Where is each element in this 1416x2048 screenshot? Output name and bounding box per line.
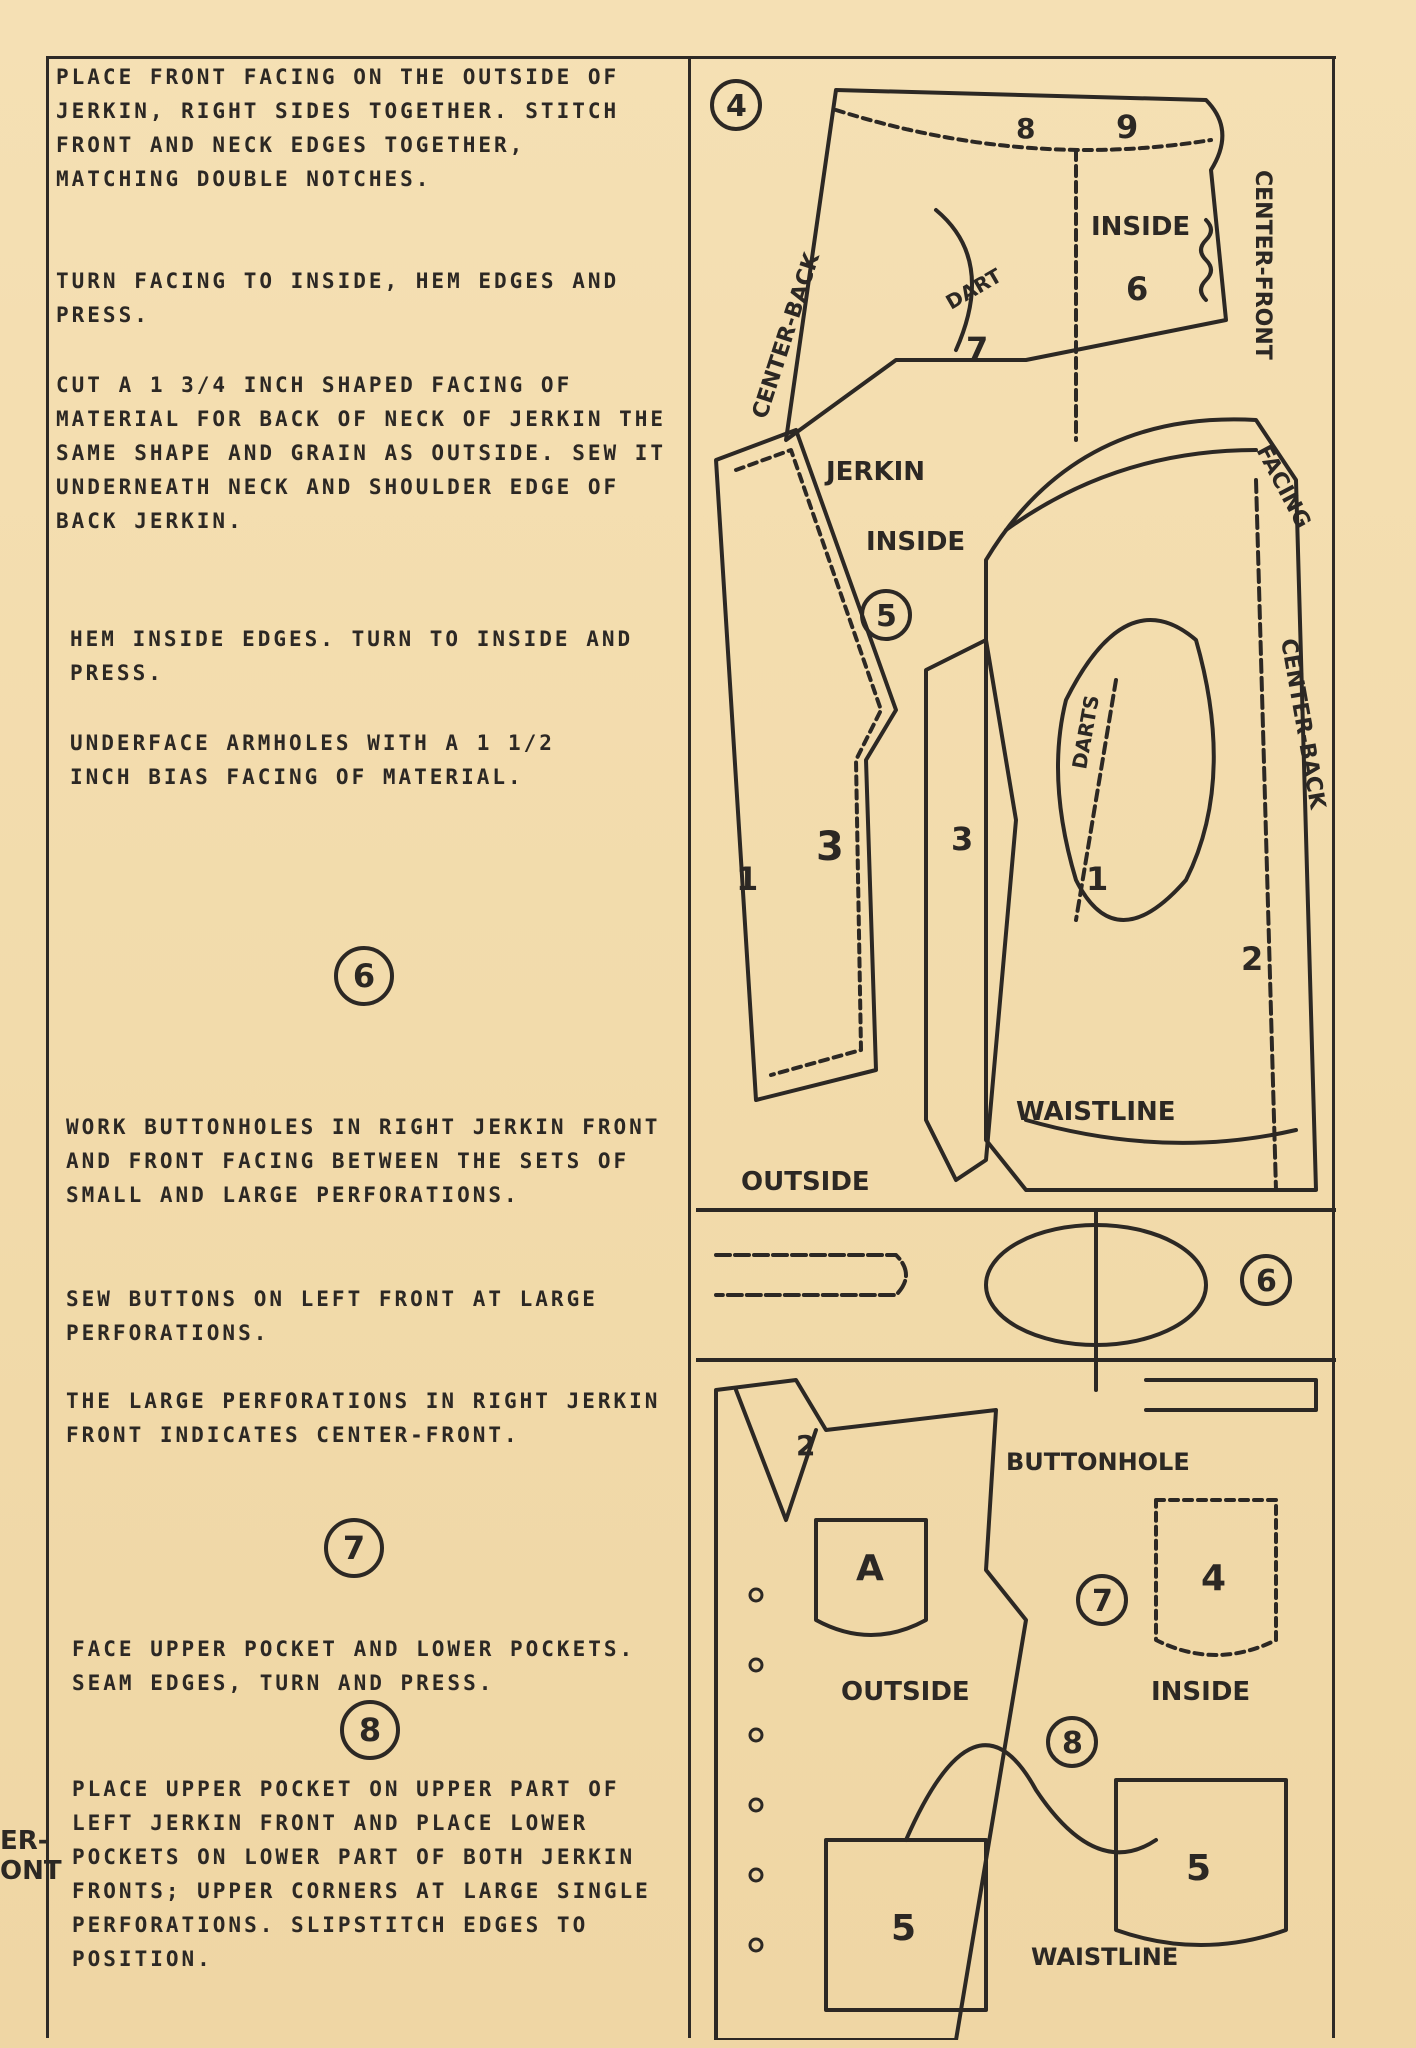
back-neck-facing xyxy=(834,108,1213,152)
waistline-label-mid: WAISTLINE xyxy=(1016,1097,1176,1127)
pocket-5-left-label: 5 xyxy=(891,1908,916,1949)
marker-4-label: 4 xyxy=(726,89,747,124)
back-jerkin-outline xyxy=(784,88,1228,442)
dart-label: DART xyxy=(942,263,1006,314)
center-back-label-mid: CENTER-BACK xyxy=(1275,637,1330,812)
right-front-piece xyxy=(924,638,1018,1182)
piece-number-1b: 1 xyxy=(1086,860,1108,898)
left-margin-rule xyxy=(46,58,49,2038)
top-border-rule xyxy=(46,56,1336,59)
armhole-oval xyxy=(1056,618,1216,922)
step-number-6: 6 xyxy=(334,946,394,1006)
marker-4 xyxy=(710,79,762,131)
waistline-label-low: WAISTLINE xyxy=(1031,1943,1178,1971)
button-dot xyxy=(748,1587,764,1603)
button-dot xyxy=(748,1727,764,1743)
marker-7-label: 7 xyxy=(1092,1584,1113,1619)
button-dot xyxy=(748,1797,764,1813)
instruction-paragraph: The large perforations in right jerkin f… xyxy=(66,1389,661,1447)
left-front-stitch xyxy=(734,448,883,1077)
center-back-label-top: CENTER-BACK xyxy=(748,249,825,422)
piece-number-8: 8 xyxy=(1016,112,1035,145)
buttonhole-strip xyxy=(1144,1378,1318,1412)
dart-top xyxy=(934,208,974,352)
marker-6-label: 6 xyxy=(1256,1264,1277,1299)
folded-fabric-left xyxy=(714,1253,908,1297)
pocket-5-right-label: 5 xyxy=(1186,1848,1211,1889)
marker-5-label: 5 xyxy=(876,599,897,634)
diagram-svg: 4 5 6 7 8 CENTER-BACK CENTER-FRONT INSID… xyxy=(694,79,1338,2042)
pocket-4-label: 4 xyxy=(1201,1558,1226,1599)
button-dot xyxy=(748,1937,764,1953)
button-dot xyxy=(748,1657,764,1673)
outside-label-mid: OUTSIDE xyxy=(741,1167,870,1197)
inside-pocket-5 xyxy=(1114,1778,1288,1947)
edge-fragment: ER- ONT xyxy=(0,1826,62,1886)
inside-label-mid: INSIDE xyxy=(866,527,965,557)
buttonhole-label: BUTTONHOLE xyxy=(1006,1448,1190,1476)
inside-pocket-4 xyxy=(1154,1498,1278,1657)
button-dot xyxy=(748,1867,764,1883)
piece-number-9: 9 xyxy=(1116,108,1138,146)
pocket-a-label: A xyxy=(856,1548,884,1589)
instruction-paragraph: Underface armholes with a 1 1/2 inch bia… xyxy=(70,731,555,789)
piece-number-2: 2 xyxy=(1241,940,1263,978)
facing-label: FACING xyxy=(1251,441,1315,533)
piece-number-3b: 3 xyxy=(951,820,973,858)
outside-front-piece xyxy=(714,1378,1028,2042)
piece-number-1: 1 xyxy=(736,860,758,898)
back-body-outline xyxy=(984,417,1318,1192)
center-front-zigzag xyxy=(1199,218,1213,302)
inside-label-low: INSIDE xyxy=(1151,1677,1250,1707)
instruction-paragraph: Turn facing to inside, hem edges and pre… xyxy=(56,269,620,327)
marker-8 xyxy=(1046,1716,1098,1768)
darts-line xyxy=(1074,678,1118,922)
instruction-paragraph: Sew buttons on left front at large perfo… xyxy=(66,1287,598,1345)
instruction-paragraph: Work buttonholes in right jerkin front a… xyxy=(66,1115,661,1207)
pocket-a xyxy=(814,1518,928,1637)
marker-8-label: 8 xyxy=(1062,1726,1083,1761)
instruction-paragraph: Place front facing on the outside of jer… xyxy=(56,65,620,191)
sewing-diagram: 4 5 6 7 8 CENTER-BACK CENTER-FRONT INSID… xyxy=(694,60,1338,2042)
step-number-8: 8 xyxy=(340,1700,400,1760)
back-neck-curve xyxy=(1004,448,1258,532)
step-number-7: 7 xyxy=(324,1518,384,1578)
piece-number-2b: 2 xyxy=(796,1429,815,1462)
instruction-paragraph: Face upper pocket and lower pockets. Sea… xyxy=(72,1637,636,1695)
center-front-label-top: CENTER-FRONT xyxy=(1250,170,1275,360)
pocket-5-left xyxy=(824,1838,988,2012)
right-border-rule xyxy=(1332,58,1335,2038)
marker-7 xyxy=(1076,1574,1128,1626)
left-front-piece xyxy=(714,428,898,1102)
darts-label: DARTS xyxy=(1067,693,1104,771)
inside-label-top: INSIDE xyxy=(1091,212,1190,242)
outside-label-low: OUTSIDE xyxy=(841,1677,970,1707)
instruction-paragraph: Place upper pocket on upper part of left… xyxy=(72,1777,651,1971)
waist-string xyxy=(904,1743,1158,1855)
instruction-paragraph: Hem inside edges. Turn to inside and pre… xyxy=(70,627,634,685)
piece-number-6: 6 xyxy=(1126,270,1148,308)
waist-curve xyxy=(1024,1118,1298,1145)
lapel-collar xyxy=(734,1388,818,1522)
piece-number-3a: 3 xyxy=(816,824,844,870)
instruction-paragraph: Cut a 1 3/4 inch shaped facing of materi… xyxy=(56,373,667,533)
center-column-rule xyxy=(688,58,691,2038)
center-back-seam xyxy=(1254,478,1278,1192)
marker-6 xyxy=(1240,1254,1292,1306)
marker-5 xyxy=(860,589,912,641)
piece-number-7: 7 xyxy=(966,330,988,368)
jerkin-label: JERKIN xyxy=(824,457,925,487)
